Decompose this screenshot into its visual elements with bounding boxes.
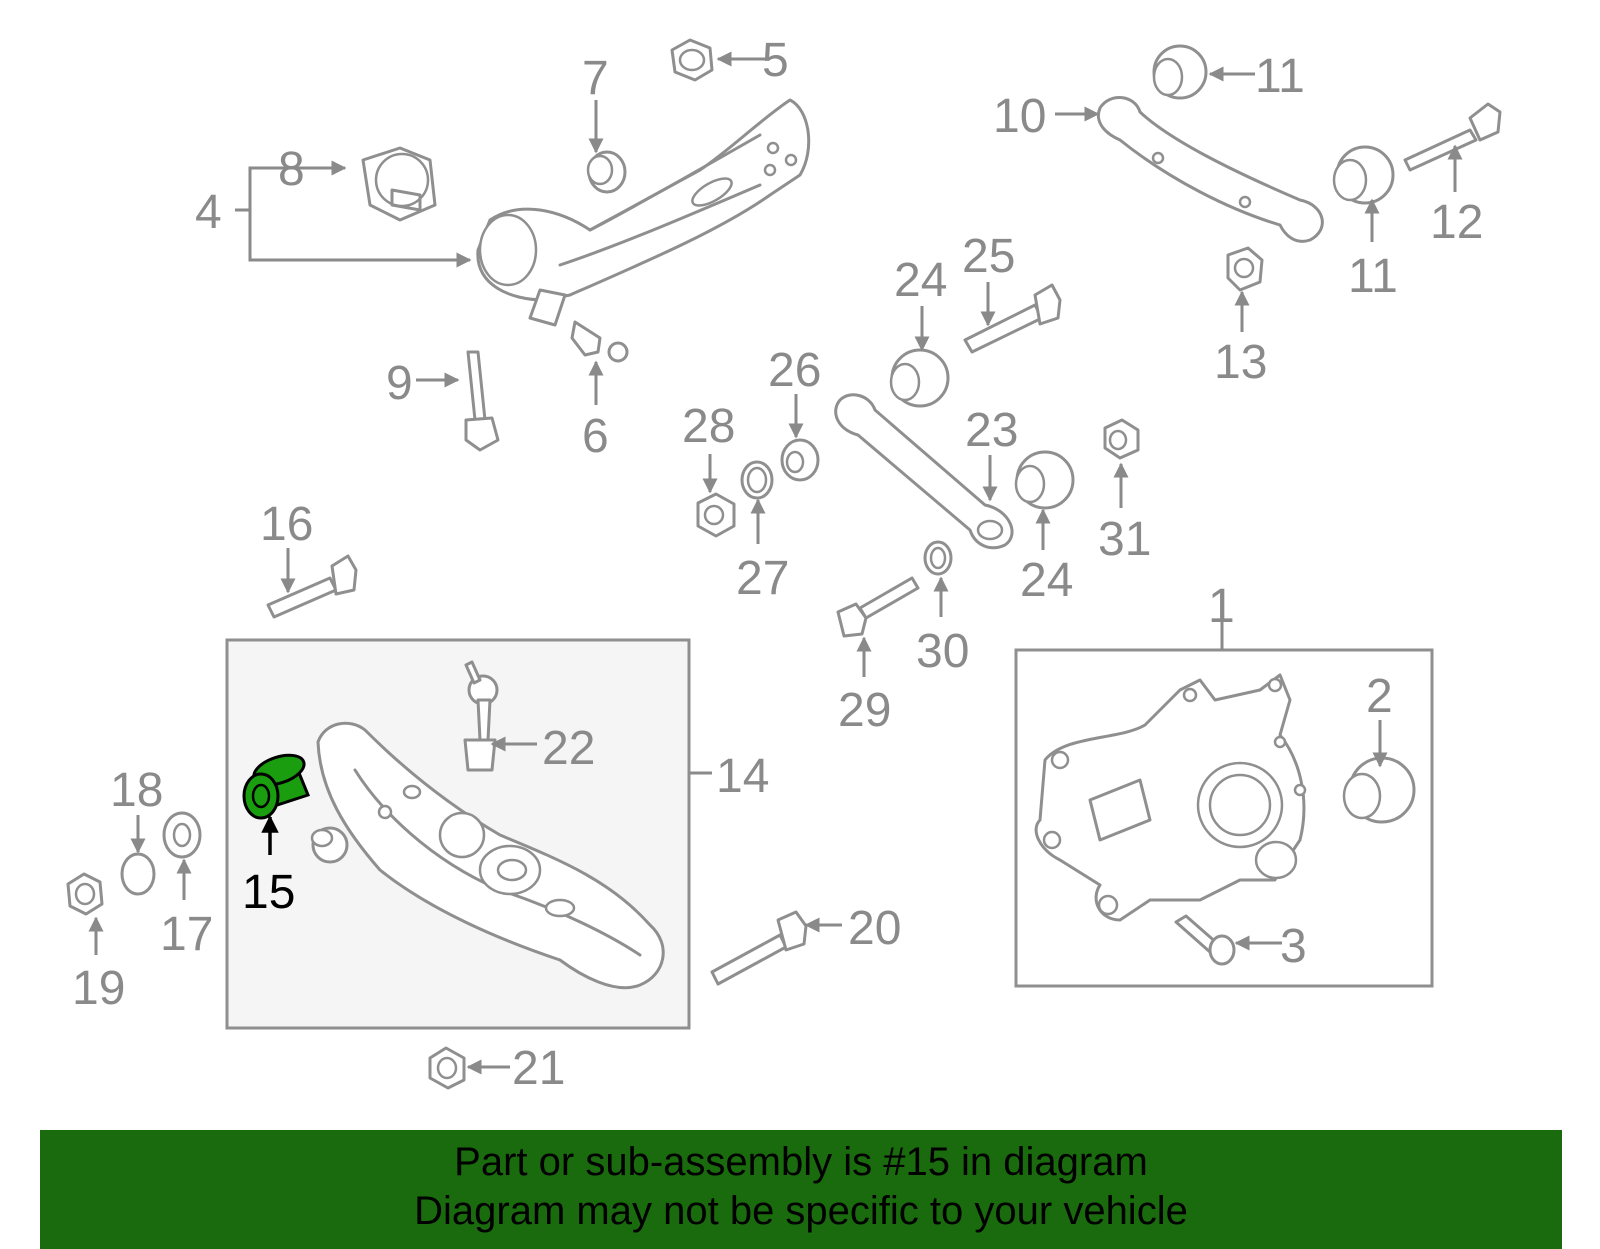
bushing-8 [361, 146, 437, 222]
callout-4: 4 [195, 186, 222, 239]
bushing-24-top [889, 348, 950, 408]
bolt-16 [266, 554, 358, 619]
callout-11-top: 11 [1255, 50, 1305, 103]
callout-11-bottom: 11 [1348, 250, 1398, 303]
callout-5: 5 [762, 34, 789, 87]
bolt-29 [836, 576, 920, 638]
stud-6 [570, 320, 629, 363]
washer-17 [162, 811, 202, 859]
upper-control-arm [476, 98, 811, 327]
leader-lines [88, 51, 1463, 1075]
callout-1: 1 [1208, 580, 1235, 633]
callout-17: 17 [160, 908, 213, 961]
lower-control-arm [316, 721, 665, 990]
bushing-2 [1342, 756, 1416, 824]
washer-30 [923, 540, 953, 576]
bushing-7 [586, 150, 627, 194]
nut-31 [1103, 418, 1140, 460]
callout-31: 31 [1098, 513, 1151, 566]
callout-22: 22 [542, 722, 595, 775]
callout-2: 2 [1366, 670, 1393, 723]
callout-9: 9 [386, 357, 413, 410]
bushing-15-highlighted [242, 753, 310, 820]
nut-5 [670, 38, 714, 82]
callout-23: 23 [965, 404, 1018, 457]
nut-19 [66, 872, 104, 916]
callout-24-top: 24 [894, 254, 947, 307]
callout-30: 30 [916, 625, 969, 678]
callout-14: 14 [716, 750, 769, 803]
callout-12: 12 [1430, 196, 1483, 249]
stabilizer-link-22 [463, 660, 499, 772]
toe-link-23 [834, 393, 1014, 550]
callout-15-highlighted: 15 [242, 866, 295, 919]
callout-16: 16 [260, 498, 313, 551]
bushing-11-right [1332, 145, 1395, 205]
washer-18 [120, 852, 156, 896]
bolt-12 [1403, 102, 1502, 172]
callout-18: 18 [110, 764, 163, 817]
callout-27: 27 [736, 552, 789, 605]
nut-28 [696, 492, 736, 538]
callout-3: 3 [1280, 920, 1307, 973]
callout-20: 20 [848, 902, 901, 955]
callout-8: 8 [278, 143, 305, 196]
bushing-24-bottom [1014, 450, 1075, 510]
washer-27 [740, 460, 774, 500]
callout-25: 25 [962, 230, 1015, 283]
plug-small [310, 826, 349, 864]
nut-13 [1226, 246, 1264, 292]
bushing-11-top [1152, 44, 1208, 100]
callout-6: 6 [582, 410, 609, 463]
banner-line-1: Part or sub-assembly is #15 in diagram [454, 1140, 1148, 1184]
knuckle [1034, 673, 1307, 922]
callout-10: 10 [993, 90, 1046, 143]
lateral-arm-10 [1096, 96, 1324, 243]
bolt-25 [963, 283, 1062, 354]
callout-7: 7 [582, 52, 609, 105]
callout-21: 21 [512, 1042, 565, 1095]
callout-29: 29 [838, 684, 891, 737]
info-banner: Part or sub-assembly is #15 in diagram D… [40, 1130, 1562, 1249]
bolt-3 [1174, 914, 1236, 966]
callout-26: 26 [768, 344, 821, 397]
nut-21 [428, 1046, 466, 1090]
callout-13: 13 [1214, 336, 1267, 389]
callout-labels: 1 2 3 4 5 6 7 8 9 10 11 11 12 13 14 15 1… [72, 34, 1483, 1095]
callout-24-bottom: 24 [1020, 554, 1073, 607]
callout-28: 28 [682, 400, 735, 453]
washer-26 [780, 438, 820, 482]
bolt-9 [464, 350, 500, 452]
banner-line-2: Diagram may not be specific to your vehi… [414, 1189, 1188, 1233]
bolt-20 [710, 910, 808, 986]
callout-19: 19 [72, 962, 125, 1015]
